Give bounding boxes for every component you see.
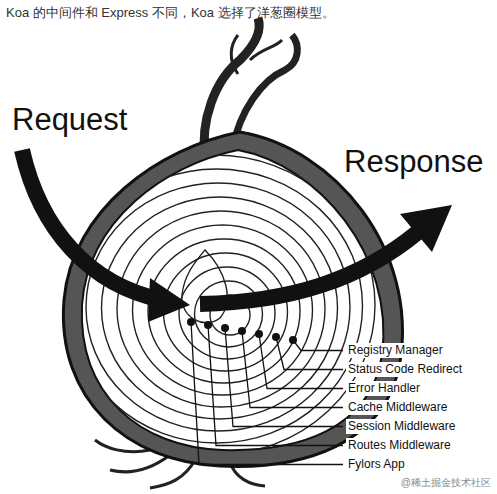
layer-dot xyxy=(289,336,297,344)
layer-label: Routes Middleware xyxy=(346,438,453,453)
onion-ring xyxy=(148,239,300,383)
leader-line xyxy=(225,328,343,427)
leader-line xyxy=(191,322,343,465)
layer-label: Fylors App xyxy=(346,457,407,472)
layer-label: Cache Middleware xyxy=(346,400,449,415)
leader-line xyxy=(208,325,343,446)
layer-dot xyxy=(255,330,263,338)
layer-label: Error Handler xyxy=(346,381,422,396)
response-arrow xyxy=(200,232,418,304)
flow-label: Request xyxy=(12,102,127,138)
response-arrowhead xyxy=(400,205,452,252)
onion-leaf xyxy=(250,40,282,60)
watermark: @稀土掘金技术社区 xyxy=(401,476,491,490)
layer-dot xyxy=(238,327,246,335)
layer-label: Registry Manager xyxy=(346,343,445,358)
onion-ring xyxy=(164,253,288,371)
request-arrowhead xyxy=(148,278,190,322)
layer-dot xyxy=(221,324,229,332)
leader-line xyxy=(293,340,343,351)
leader-line xyxy=(259,334,343,389)
onion-leaf xyxy=(231,35,238,74)
request-arrow xyxy=(22,150,162,300)
leader-line xyxy=(242,331,343,408)
leader-line xyxy=(276,337,343,370)
layer-dot xyxy=(187,318,195,326)
layer-label: Status Code Redirect xyxy=(346,362,464,377)
layer-label: Session Middleware xyxy=(346,419,457,434)
layer-dot xyxy=(204,321,212,329)
leader-lines xyxy=(187,318,343,465)
flow-label: Response xyxy=(344,144,484,180)
layer-dot xyxy=(272,333,280,341)
onion-ring xyxy=(195,281,263,347)
heading: Koa 的中间件和 Express 不同，Koa 选择了洋葱圈模型。 xyxy=(6,4,335,22)
